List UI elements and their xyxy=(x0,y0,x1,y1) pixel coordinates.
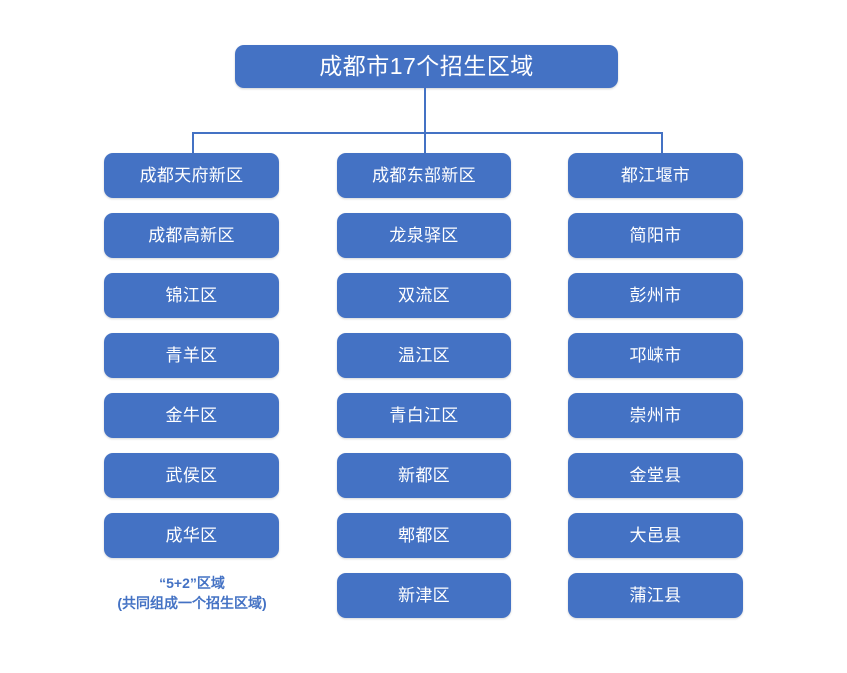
node-qingbaijiang-district[interactable]: 青白江区 xyxy=(337,393,511,438)
footnote-line-2: (共同组成一个招生区域) xyxy=(117,595,267,612)
node-label: 双流区 xyxy=(398,286,450,305)
node-label: 武侯区 xyxy=(165,466,218,485)
node-jinniu-district[interactable]: 金牛区 xyxy=(104,393,279,438)
connector-drop-column-2 xyxy=(424,132,426,154)
column-2: 成都东部新区 龙泉驿区 双流区 温江区 青白江区 新都区 郫都区 新津区 xyxy=(337,153,511,618)
node-dayi-county[interactable]: 大邑县 xyxy=(568,513,743,558)
node-jintang-county[interactable]: 金堂县 xyxy=(568,453,743,498)
node-longquanyi-district[interactable]: 龙泉驿区 xyxy=(337,213,511,258)
node-shuangliu-district[interactable]: 双流区 xyxy=(337,273,511,318)
node-label: 成都东部新区 xyxy=(372,166,476,185)
node-label: 蒲江县 xyxy=(629,586,682,605)
column-1-footnote: “5+2”区域 (共同组成一个招生区域) xyxy=(86,573,298,614)
node-label: 彭州市 xyxy=(629,286,682,305)
column-3: 都江堰市 简阳市 彭州市 邛崃市 崇州市 金堂县 大邑县 蒲江县 xyxy=(568,153,743,618)
node-pujiang-county[interactable]: 蒲江县 xyxy=(568,573,743,618)
node-wuhou-district[interactable]: 武侯区 xyxy=(104,453,279,498)
node-label: 邛崃市 xyxy=(629,346,682,365)
diagram-title: 成都市17个招生区域 xyxy=(319,53,534,79)
column-1: 成都天府新区 成都高新区 锦江区 青羊区 金牛区 武侯区 成华区 xyxy=(104,153,279,558)
node-label: 郫都区 xyxy=(398,526,450,545)
node-chenghua-district[interactable]: 成华区 xyxy=(104,513,279,558)
node-chongzhou-city[interactable]: 崇州市 xyxy=(568,393,743,438)
node-label: 龙泉驿区 xyxy=(389,226,459,245)
node-dujiangyan-city[interactable]: 都江堰市 xyxy=(568,153,743,198)
node-label: 成都高新区 xyxy=(148,226,235,245)
connector-drop-column-3 xyxy=(661,132,663,154)
node-label: 新都区 xyxy=(398,466,450,485)
node-label: 锦江区 xyxy=(165,286,218,305)
node-label: 崇州市 xyxy=(629,406,682,425)
node-jianyang-city[interactable]: 简阳市 xyxy=(568,213,743,258)
node-wenjiang-district[interactable]: 温江区 xyxy=(337,333,511,378)
node-label: 成华区 xyxy=(165,526,218,545)
node-pengzhou-city[interactable]: 彭州市 xyxy=(568,273,743,318)
node-qingyang-district[interactable]: 青羊区 xyxy=(104,333,279,378)
node-xinjin-district[interactable]: 新津区 xyxy=(337,573,511,618)
node-label: 金堂县 xyxy=(629,466,682,485)
diagram-root-node[interactable]: 成都市17个招生区域 xyxy=(235,45,618,88)
node-label: 都江堰市 xyxy=(620,166,691,185)
node-qionglai-city[interactable]: 邛崃市 xyxy=(568,333,743,378)
connector-root-stem xyxy=(424,88,426,134)
connector-horizontal-bar xyxy=(192,132,663,134)
node-label: 大邑县 xyxy=(629,526,682,545)
node-chengdu-east-new-area[interactable]: 成都东部新区 xyxy=(337,153,511,198)
node-chengdu-high-tech-zone[interactable]: 成都高新区 xyxy=(104,213,279,258)
connector-drop-column-1 xyxy=(192,132,194,154)
node-label: 青羊区 xyxy=(165,346,218,365)
node-label: 成都天府新区 xyxy=(139,166,244,185)
node-label: 新津区 xyxy=(398,586,450,605)
node-jinjiang-district[interactable]: 锦江区 xyxy=(104,273,279,318)
footnote-line-1: “5+2”区域 xyxy=(159,575,225,591)
node-label: 金牛区 xyxy=(165,406,218,425)
node-chengdu-tianfu-new-area[interactable]: 成都天府新区 xyxy=(104,153,279,198)
node-label: 温江区 xyxy=(398,346,450,365)
node-pidu-district[interactable]: 郫都区 xyxy=(337,513,511,558)
node-xindu-district[interactable]: 新都区 xyxy=(337,453,511,498)
node-label: 青白江区 xyxy=(389,406,459,425)
node-label: 简阳市 xyxy=(629,226,682,245)
